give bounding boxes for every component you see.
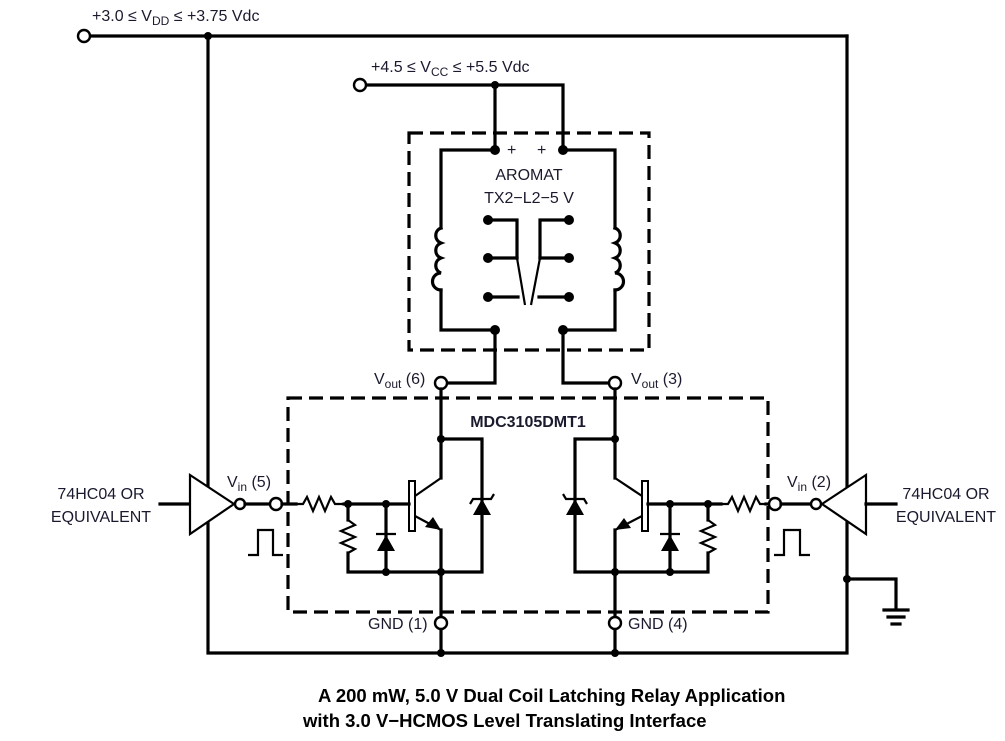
right-zener-loop: [573, 437, 617, 574]
relay-left-coil-bottom-wire: [439, 288, 497, 332]
left-input-resistor: [296, 494, 344, 514]
vin5-terminal[interactable]: [268, 496, 284, 512]
relay-right-coil: [610, 225, 626, 292]
right-inverter-bubble: [809, 497, 823, 511]
relay-to-vout3-wire: [561, 328, 611, 385]
relay-right-coil-top-wire: [561, 148, 617, 230]
relay-pin-dot: [558, 145, 568, 155]
relay-left-coil-top-wire: [439, 148, 497, 230]
relay-left-coil: [430, 225, 446, 292]
vcc-junction: [491, 81, 499, 89]
left-zener-diode: [469, 493, 495, 515]
right-darlington-transistor: [614, 477, 649, 532]
left-zener-loop: [439, 437, 484, 574]
vin5-label: Vin (5): [227, 474, 271, 494]
vout6-terminal[interactable]: [433, 375, 449, 391]
vdd-label: +3.0 ≤ VDD ≤ +3.75 Vdc: [92, 8, 259, 28]
vcc-terminal[interactable]: [352, 77, 368, 93]
vdd-supply: +3.0 ≤ VDD ≤ +3.75 Vdc: [76, 8, 849, 44]
right-base-resistor: [698, 519, 718, 554]
left-base-diode: [376, 532, 396, 551]
right-pulse-waveform-icon: [774, 528, 810, 557]
vout3-label: Vout (3): [631, 371, 682, 391]
left-driver-label-line1: 74HC04 OR: [57, 486, 144, 503]
gnd1-terminal[interactable]: [433, 615, 449, 631]
mdc3105-ic: MDC3105DMT1 Vout (6) Vout (3): [286, 371, 770, 657]
left-base-resistor: [338, 519, 358, 554]
relay-pin-dot: [490, 145, 500, 155]
relay-to-vout6-wire: [445, 328, 497, 385]
relay-plus-mark: +: [507, 142, 516, 159]
relay: + + AROMAT TX2−L2−5 V: [407, 131, 651, 385]
relay-right-coil-bottom-wire: [561, 288, 617, 332]
right-channel: [562, 387, 766, 655]
vdd-terminal[interactable]: [76, 28, 92, 44]
relay-brand: AROMAT: [495, 167, 562, 184]
ground-symbol-icon: [843, 575, 910, 626]
relay-contacts: [483, 215, 574, 306]
left-inverter-buffer: [188, 472, 236, 537]
right-input-resistor: [721, 494, 766, 514]
left-channel: [296, 387, 495, 655]
right-base-diode: [660, 532, 680, 551]
relay-model: TX2−L2−5 V: [484, 190, 574, 207]
vin2-label: Vin (2): [787, 474, 831, 494]
vout6-label: Vout (6): [374, 371, 425, 391]
left-darlington-transistor: [408, 477, 442, 532]
left-driver-label-line2: EQUIVALENT: [51, 509, 151, 526]
ic-part-number: MDC3105DMT1: [470, 414, 586, 431]
vcc-label: +4.5 ≤ VCC ≤ +5.5 Vdc: [371, 59, 530, 79]
gnd1-label: GND (1): [368, 616, 428, 633]
caption-line2: with 3.0 V−HCMOS Level Translating Inter…: [302, 710, 707, 731]
vcc-supply: +4.5 ≤ VCC ≤ +5.5 Vdc: [352, 59, 565, 152]
gnd4-terminal[interactable]: [607, 615, 623, 631]
vin2-terminal[interactable]: [767, 496, 783, 512]
left-driver: Vin (5) 74HC04 OR EQUIVALENT: [51, 472, 298, 557]
right-driver: Vin (2) 74HC04 OR EQUIVALENT: [764, 472, 996, 557]
gnd4-label: GND (4): [628, 616, 688, 633]
right-zener-diode: [562, 493, 588, 515]
caption-line1: A 200 mW, 5.0 V Dual Coil Latching Relay…: [318, 685, 785, 706]
vcc-rail: [364, 83, 565, 152]
left-pulse-waveform-icon: [248, 528, 283, 557]
relay-plus-mark: +: [537, 142, 546, 159]
right-driver-label-line1: 74HC04 OR: [902, 486, 989, 503]
vout3-terminal[interactable]: [607, 375, 623, 391]
outer-ground-loop: [206, 34, 849, 655]
relay-package-outline: [407, 131, 651, 352]
right-driver-label-line2: EQUIVALENT: [896, 509, 996, 526]
